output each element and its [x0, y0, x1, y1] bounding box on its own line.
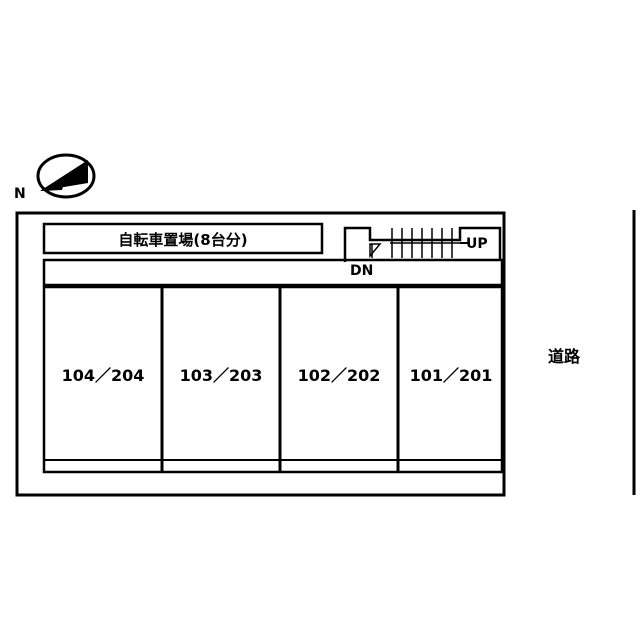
- north-arrow-icon: [36, 153, 96, 199]
- road-label: 道路: [548, 347, 581, 366]
- units-block: [42, 285, 504, 474]
- unit-104-204-label: 104／204: [62, 366, 145, 385]
- stairs-down-label: DN: [350, 263, 373, 279]
- unit-103-203-label: 103／203: [180, 366, 263, 385]
- bicycle-parking-box: [42, 222, 324, 255]
- corridor: [42, 258, 504, 287]
- building-outline: [15, 211, 506, 497]
- unit-102-202-label: 102／202: [298, 366, 381, 385]
- unit-101-201-label: 101／201: [410, 366, 493, 385]
- compass-label: N: [14, 186, 26, 202]
- stairs-up-label: UP: [466, 236, 488, 252]
- stairs-icon: [343, 226, 502, 262]
- bicycle-parking-label: 自転車置場(8台分): [118, 231, 247, 249]
